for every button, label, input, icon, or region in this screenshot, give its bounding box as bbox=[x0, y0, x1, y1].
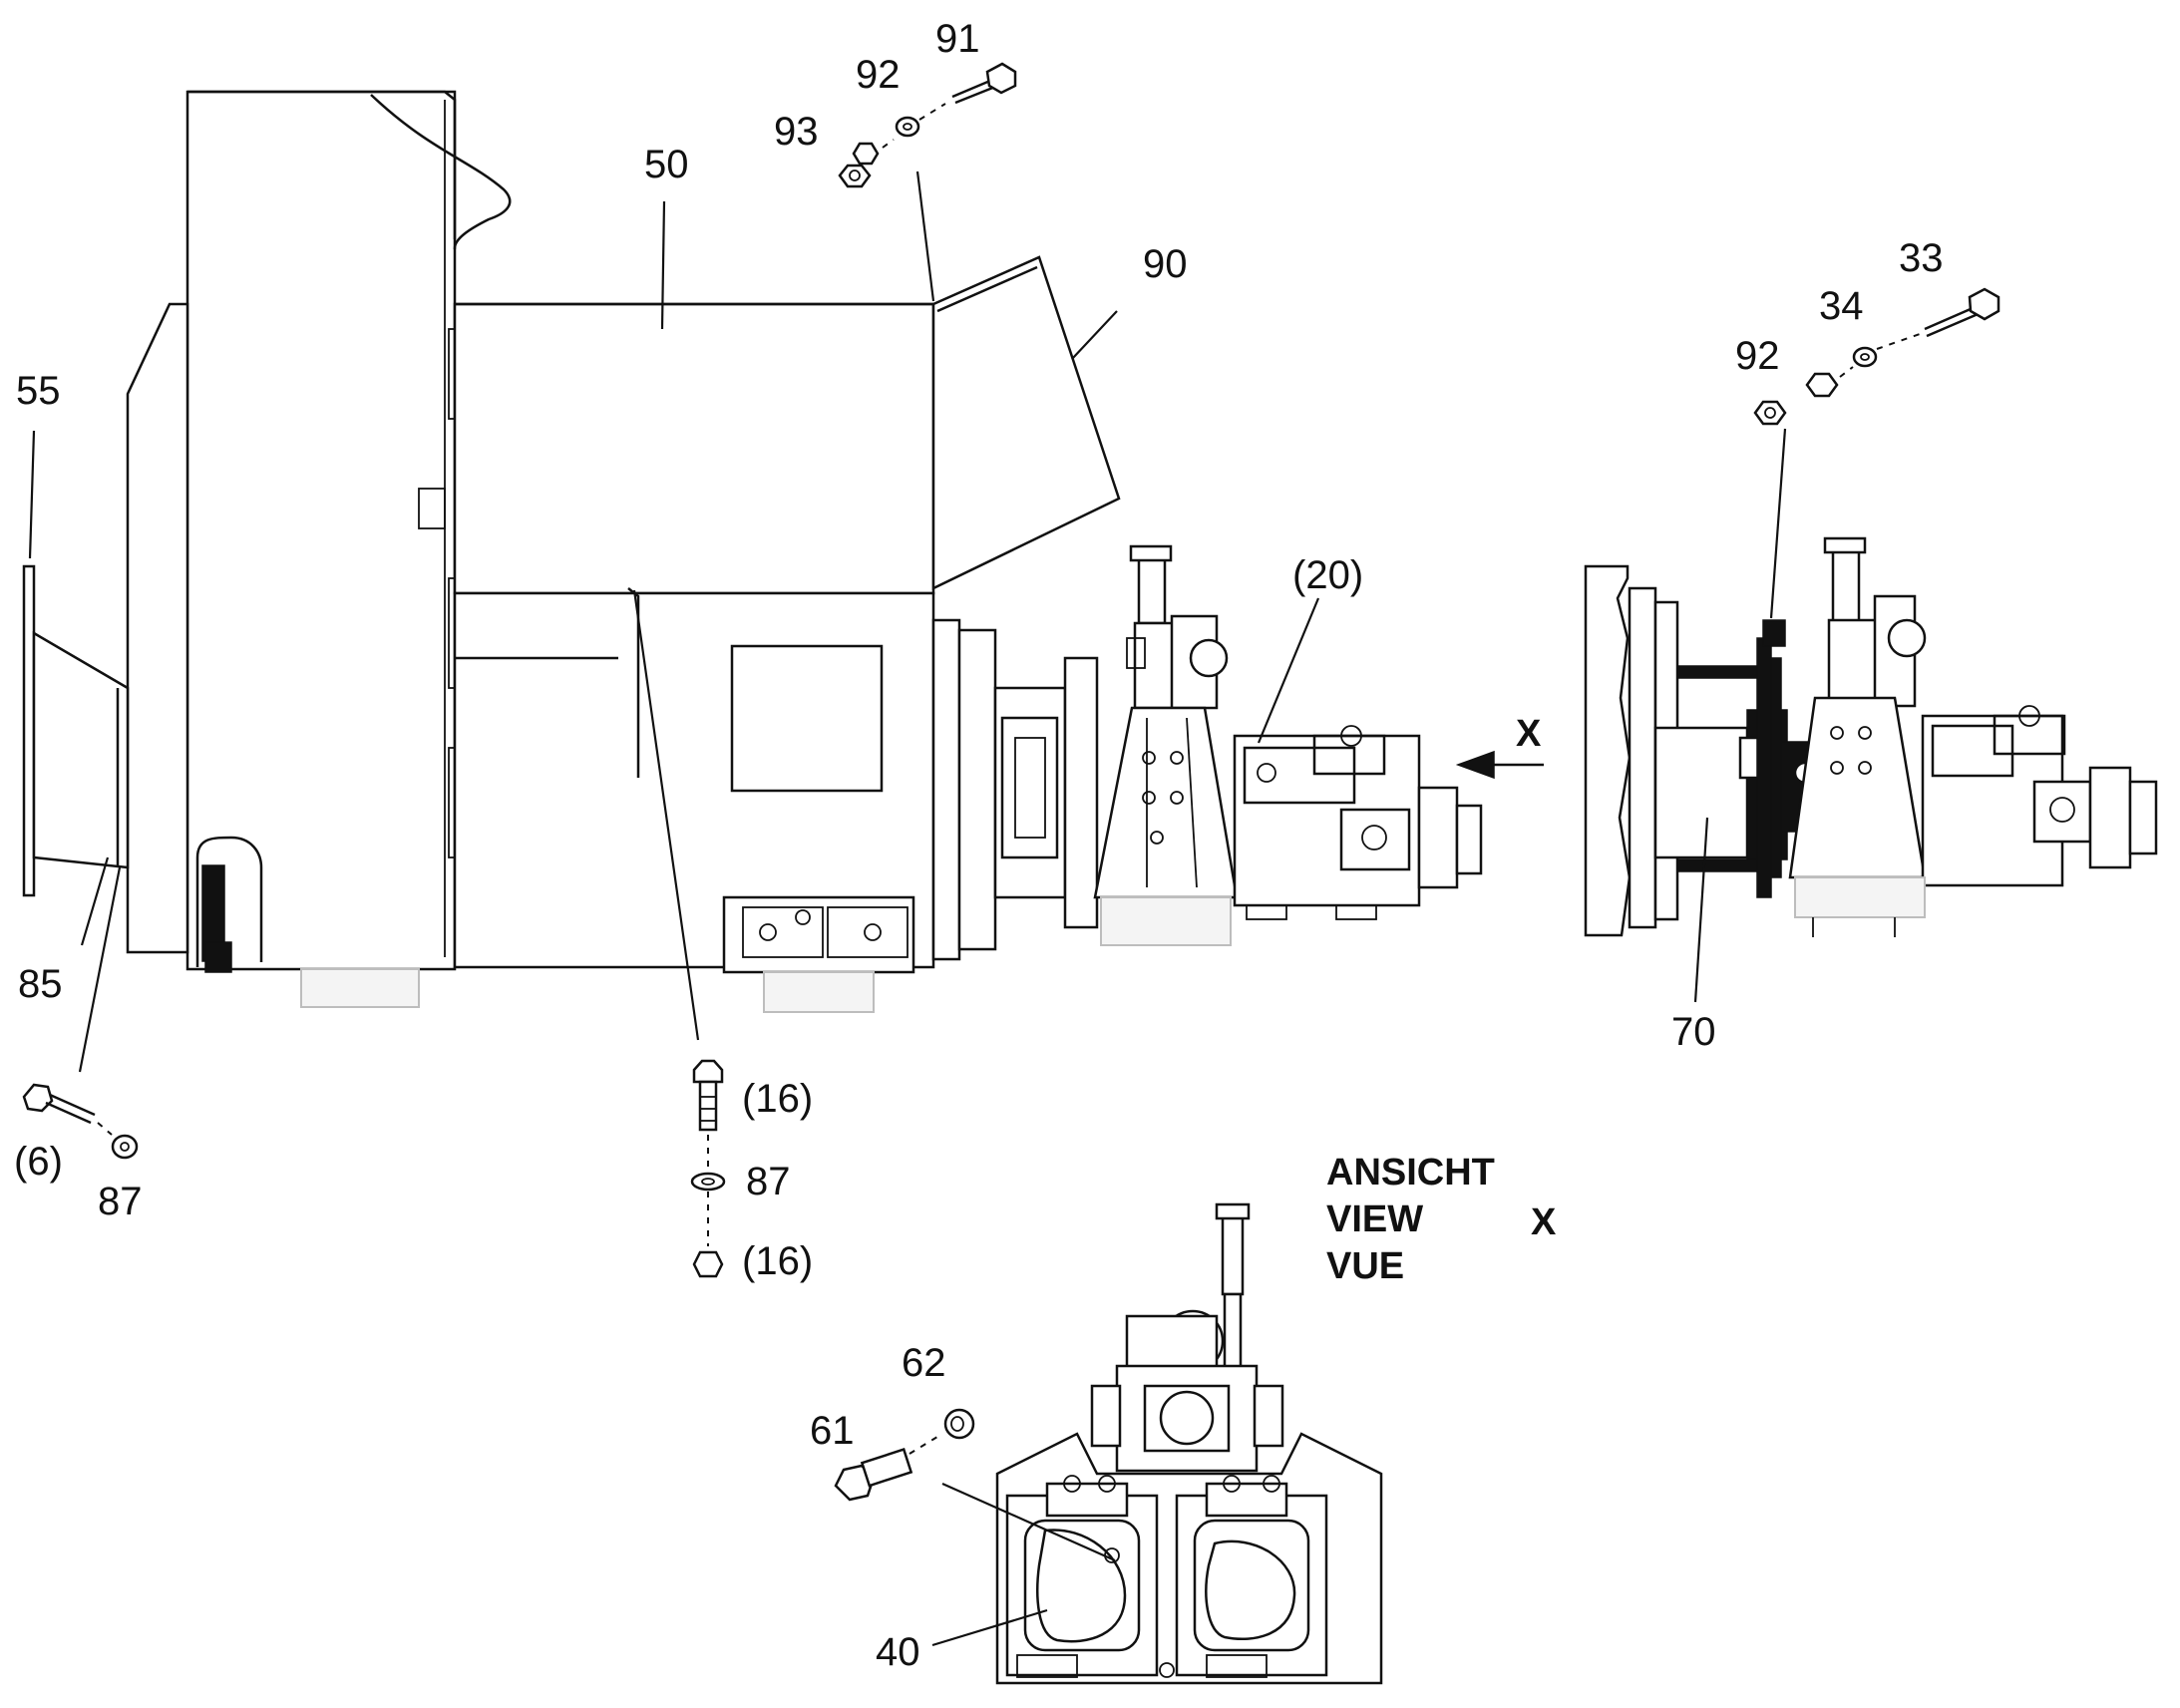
nut-93 bbox=[838, 164, 872, 188]
label-87-center: 87 bbox=[746, 1160, 791, 1203]
label-34: 34 bbox=[1819, 284, 1864, 328]
washer-87-left bbox=[111, 1134, 139, 1160]
washer-92-top bbox=[895, 116, 920, 138]
label-85: 85 bbox=[18, 962, 63, 1006]
label-92-right: 92 bbox=[1735, 334, 1780, 378]
bolt-33 bbox=[1924, 287, 2000, 338]
label-40: 40 bbox=[876, 1630, 920, 1674]
nut-92-right bbox=[1805, 372, 1839, 398]
bolt-16 bbox=[692, 1059, 724, 1132]
cover-panels bbox=[455, 255, 1121, 590]
view-arrow bbox=[1455, 750, 1544, 780]
label-93: 93 bbox=[774, 110, 819, 154]
washer-62 bbox=[943, 1408, 975, 1440]
hydraulic-pump-main bbox=[1093, 544, 1483, 946]
washer-34 bbox=[1852, 346, 1878, 368]
label-61: 61 bbox=[810, 1409, 855, 1453]
nut-16 bbox=[692, 1250, 724, 1278]
label-6: (6) bbox=[14, 1140, 63, 1184]
label-x-arrow: X bbox=[1516, 713, 1542, 755]
label-50: 50 bbox=[644, 143, 689, 186]
label-55: 55 bbox=[16, 369, 61, 413]
label-16-top: (16) bbox=[742, 1077, 813, 1121]
label-91: 91 bbox=[935, 17, 980, 61]
washer-87-center bbox=[690, 1172, 726, 1192]
bolt-6 bbox=[22, 1083, 96, 1125]
label-70: 70 bbox=[1671, 1010, 1716, 1054]
label-87-left: 87 bbox=[98, 1180, 143, 1223]
caption-x: X bbox=[1531, 1201, 1557, 1243]
part-labels: 55 85 (6) 87 50 93 92 91 90 (20) (16) 87… bbox=[14, 17, 1944, 1674]
bolt-61 bbox=[834, 1448, 913, 1502]
stator-body bbox=[453, 302, 1099, 1013]
label-16-bottom: (16) bbox=[742, 1239, 813, 1283]
label-33: 33 bbox=[1899, 236, 1944, 280]
leader-lines bbox=[28, 171, 1787, 1647]
generator-housing bbox=[126, 90, 512, 1008]
label-92-top: 92 bbox=[856, 53, 901, 97]
view-caption: ANSICHT VIEW VUE X bbox=[1326, 1152, 1557, 1287]
nut-92-right-b bbox=[1753, 400, 1787, 426]
caption-vue: VUE bbox=[1326, 1245, 1404, 1287]
nut-92-small bbox=[852, 142, 880, 166]
coupling-detail-view bbox=[1584, 536, 2158, 937]
air-intake-cone bbox=[22, 564, 130, 897]
label-20: (20) bbox=[1292, 553, 1363, 597]
caption-view: VIEW bbox=[1326, 1198, 1423, 1240]
bolt-91 bbox=[951, 62, 1017, 105]
label-90: 90 bbox=[1143, 242, 1188, 286]
view-x-pump-front bbox=[995, 1202, 1383, 1685]
caption-ansicht: ANSICHT bbox=[1326, 1152, 1495, 1194]
label-62: 62 bbox=[902, 1341, 946, 1385]
